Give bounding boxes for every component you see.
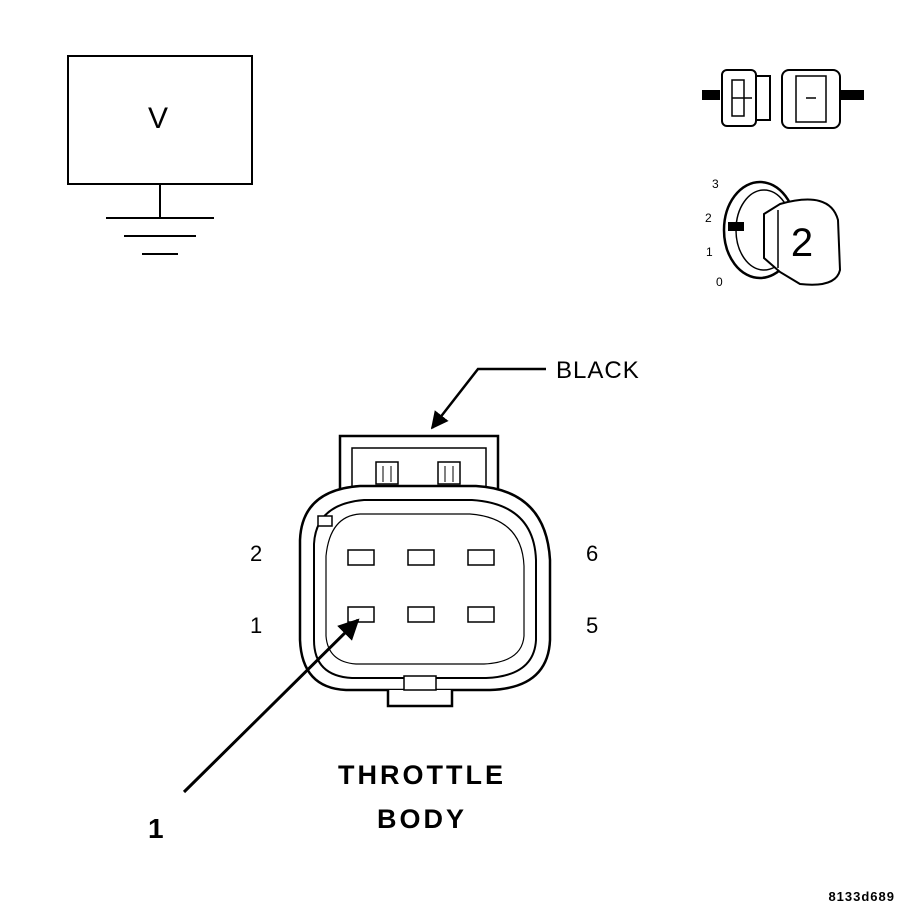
pin-cavity-1 — [347, 606, 375, 623]
pin-label-1: 1 — [250, 613, 262, 638]
connector-color-leader — [430, 367, 546, 430]
callout-arrow — [182, 618, 360, 794]
pin-cavity-2 — [347, 549, 375, 566]
ignition-pos-3: 3 — [712, 177, 719, 191]
ground-symbol-icon — [106, 217, 214, 255]
pin-cavity-4 — [407, 549, 435, 566]
connector-color-label: BLACK — [556, 357, 640, 384]
ignition-key-icon: 3 2 1 0 2 — [705, 177, 842, 289]
callout-number: 1 — [148, 813, 164, 844]
pin-cavity-6 — [467, 549, 495, 566]
pin-label-2: 2 — [250, 541, 262, 566]
pin-cavity-5 — [467, 606, 495, 623]
pin-label-6: 6 — [586, 541, 598, 566]
throttle-body-connector — [298, 434, 552, 708]
connector-title-line2: BODY — [377, 804, 467, 834]
ignition-key-number: 2 — [791, 221, 813, 265]
pin-label-5: 5 — [586, 613, 598, 638]
figure-code: 8133d689 — [828, 889, 895, 904]
disconnected-connector-icon — [702, 69, 864, 129]
voltmeter-symbol: V — [148, 102, 168, 135]
ignition-pos-1: 1 — [706, 245, 713, 259]
ignition-pos-2: 2 — [705, 211, 712, 225]
connector-title-line1: THROTTLE — [338, 760, 506, 790]
ignition-pos-0: 0 — [716, 275, 723, 289]
voltmeter-ground-icon: V — [67, 55, 253, 255]
pin-cavity-3 — [407, 606, 435, 623]
